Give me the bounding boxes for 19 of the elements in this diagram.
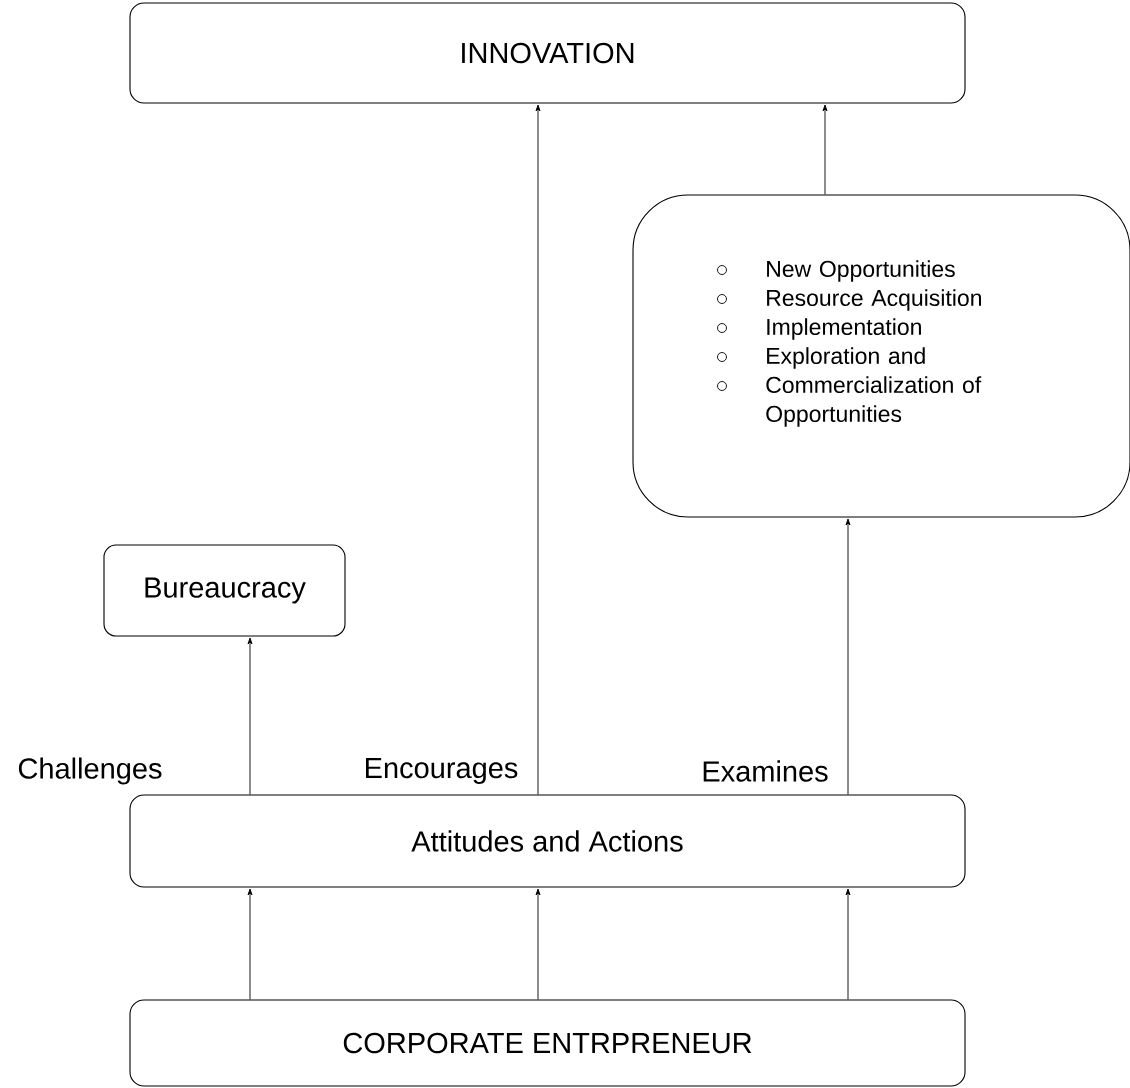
arrow: [845, 888, 851, 1000]
arrow: [247, 637, 253, 795]
list-item: Exploration and: [717, 347, 925, 369]
bureaucracy-box: Bureaucracy: [103, 544, 346, 637]
list-item: Resource Acquisition: [717, 289, 981, 311]
arrow: [535, 888, 541, 1000]
entrepreneur-box: CORPORATE ENTRPRENEUR: [129, 999, 966, 1087]
innovation-box: INNOVATION: [129, 2, 966, 104]
edge-label: Examines: [700, 759, 830, 783]
arrow: [845, 518, 851, 795]
edge-label: Challenges: [16, 756, 164, 786]
attitudes-box: Attitudes and Actions: [129, 794, 966, 888]
arrow: [822, 104, 828, 195]
list-item: New Opportunities: [717, 260, 955, 282]
arrow: [535, 104, 541, 795]
arrow: [247, 888, 253, 1000]
list-item: Commercialization of Opportunities: [717, 376, 982, 427]
list-item: Implementation: [717, 318, 921, 340]
edge-label: Encourages: [362, 757, 520, 785]
